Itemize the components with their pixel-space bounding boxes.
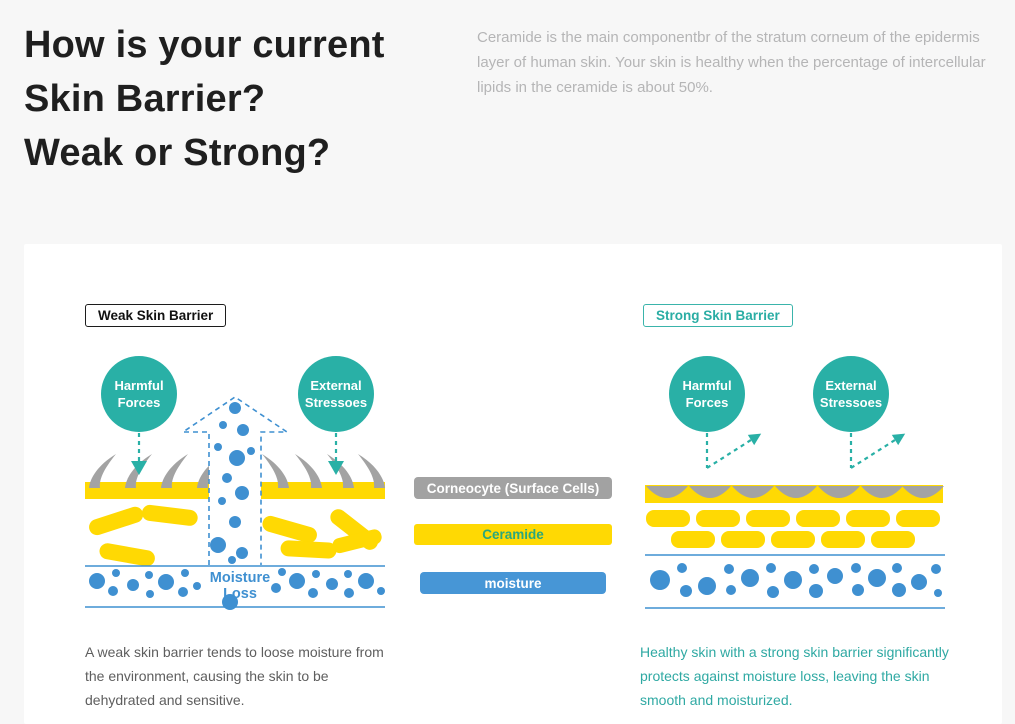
intro-text: Ceramide is the main componentbr of the … <box>477 29 986 96</box>
escaping-moisture-dots <box>210 402 255 610</box>
scattered-ceramide-bricks <box>89 504 382 567</box>
weak-barrier-illustration <box>85 396 385 610</box>
legend-corneocyte: Corneocyte (Surface Cells) <box>414 477 612 499</box>
corneocyte-cells <box>646 486 944 498</box>
moisture-loss-text: Moisture Loss <box>209 570 271 602</box>
strong-barrier-caption: Healthy skin with a strong skin barrier … <box>640 644 949 708</box>
moisture-escape-arrow-icon <box>180 396 290 565</box>
impact-arrow-down-icon <box>131 433 344 475</box>
legend-moisture: moisture <box>420 572 606 594</box>
page-title: How is your current Skin Barrier? Weak o… <box>24 24 385 174</box>
strong-harmful-forces-badge: Harmful Forces <box>669 356 745 432</box>
legend-ceramide: Ceramide <box>414 524 612 545</box>
deflected-arrow-icon <box>705 433 906 469</box>
moisture-dots <box>89 568 385 598</box>
ordered-ceramide-bricks <box>646 510 940 548</box>
strong-external-stressors-badge: External Stressoes <box>813 356 889 432</box>
weak-skin-barrier-label: Weak Skin Barrier <box>85 304 227 327</box>
moisture-layer-lines <box>645 554 945 609</box>
weak-external-stressors-badge: External Stressoes <box>298 356 374 432</box>
moisture-dots <box>650 563 942 598</box>
strong-skin-barrier-label: Strong Skin Barrier <box>643 304 793 327</box>
strong-barrier-illustration <box>645 433 945 609</box>
weak-barrier-caption: A weak skin barrier tends to loose moist… <box>85 644 384 708</box>
weak-harmful-forces-badge: Harmful Forces <box>101 356 177 432</box>
